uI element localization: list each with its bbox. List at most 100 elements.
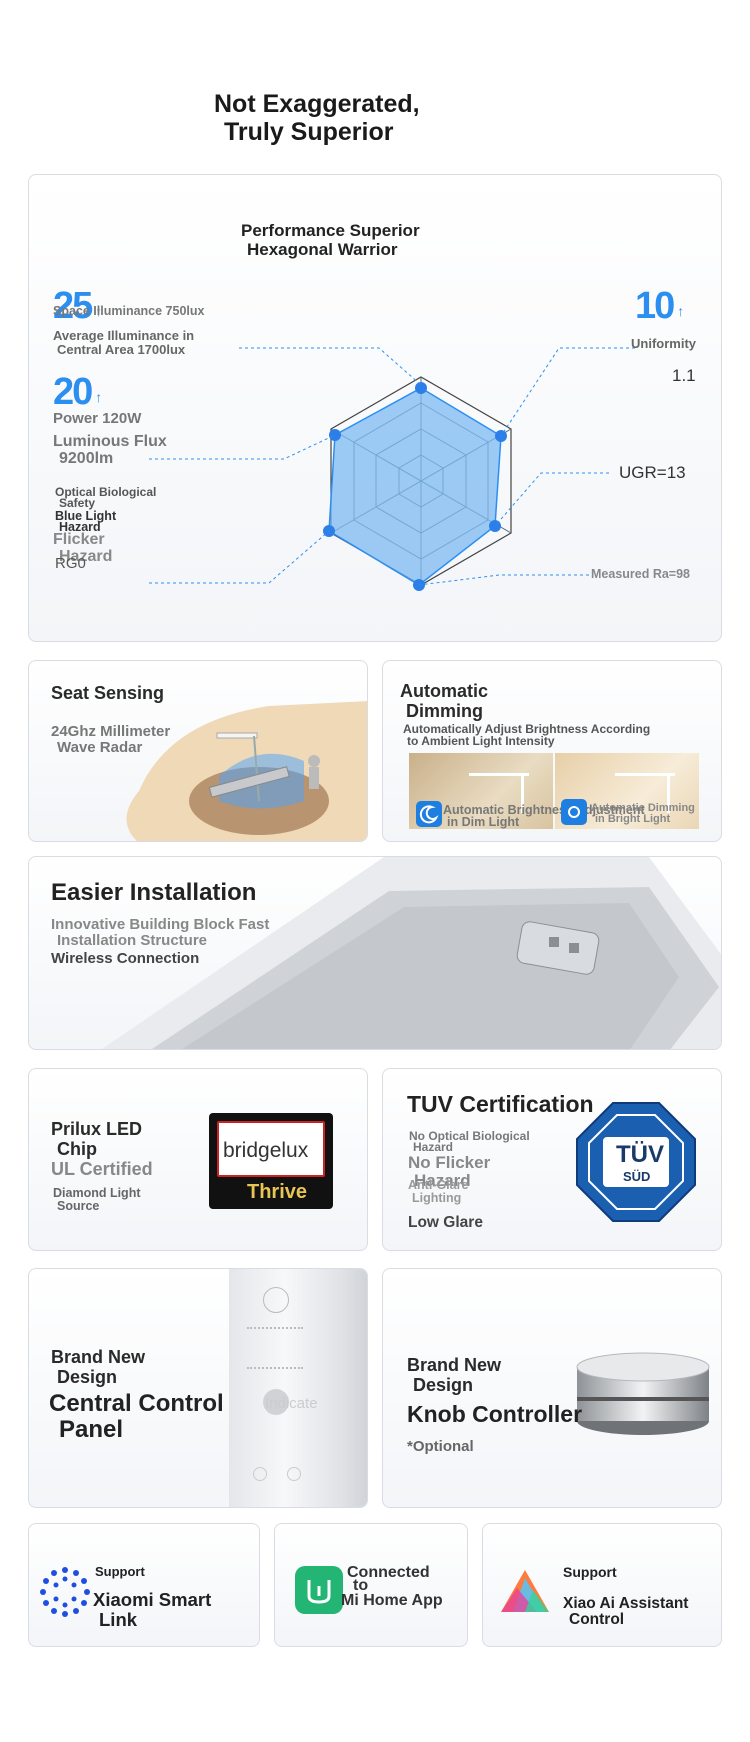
xiaomi-name: Xiaomi Smart Link [93,1590,211,1630]
xiaomi-support: Support [95,1564,145,1579]
bright-label-line-1: Automatic Dimming [591,802,695,814]
performance-title-line-2: Hexagonal Warrior [247,240,398,259]
seat-title: Seat Sensing [51,683,165,703]
optical-safety: Optical Biological Safety [55,485,157,510]
blue-light-hazard: Blue Light Hazard [55,509,117,534]
performance-card: Performance Superior Hexagonal Warrior 2… [28,174,722,642]
panel-title: Brand New Design [51,1347,145,1387]
control-panel-card: Indicate Brand New Design Central Contro… [28,1268,368,1508]
blue-light-line-2: Hazard [59,520,101,534]
dimming-title-line-1: Automatic [400,681,489,701]
led-card: Prilux LED Chip UL Certified Diamond Lig… [28,1068,368,1251]
tuv-title: TUV Certification [407,1091,594,1117]
panel-big-line-1: Central Control [49,1390,224,1417]
tuv-badge-text-1: TÜV [616,1141,664,1168]
title-line-1: Not Exaggerated, [214,90,420,118]
knob-big-title: Knob Controller [407,1401,583,1427]
xiaomi-name-line-2: Link [99,1609,138,1630]
touch-icon [263,1287,289,1313]
bridgelux-logo: bridgelux Thrive [209,1113,333,1209]
auto-dimming-card: Automatic Dimming Automatically Adjust B… [382,660,722,842]
uniformity-value: 1.1 [672,366,696,385]
seat-sensing-card: Seat Sensing 24Ghz Millimeter Wave Radar [28,660,368,842]
up-arrow-icon: ↑ [677,303,685,319]
flicker-hazard: Flicker Hazard [53,531,112,565]
xiaoai-name: Xiao Ai Assistant Control [563,1596,688,1628]
install-wireless: Wireless Connection [51,950,200,967]
bridgelux-product: Thrive [247,1181,308,1203]
tuv-line-4: Low Glare [408,1214,483,1231]
tuv-line-1: No Optical Biological Hazard [409,1129,530,1154]
bridgelux-brand: bridgelux [223,1139,309,1162]
knob-title: Brand New Design [407,1355,501,1395]
optical-line-2: Safety [59,496,96,510]
seat-sub-line-1: 24Ghz Millimeter [51,723,171,740]
avg-illuminance-line-2: Central Area 1700lux [57,342,186,357]
tuv-line-3: Anti-Glare Lighting [408,1179,468,1205]
tuv-badge-text-2: SÜD [623,1169,651,1184]
moon-icon [416,801,442,827]
tuv-line-2a: No Flicker [408,1153,491,1172]
dimming-sub-line-2: to Ambient Light Intensity [407,734,555,748]
xiaoai-name-line-1: Xiao Ai Assistant [563,1595,689,1612]
stat-right-value: 10 [635,285,675,327]
blue-light-line-1: Blue Light [55,509,117,523]
leader-ugr [494,472,609,527]
leader-uniformity [500,347,635,437]
leader-space [239,347,422,386]
bright-label: Automatic Dimming in Bright Light [591,803,695,825]
dim-label: Automatic Brightness Adjustment in Dim L… [443,804,645,829]
knob-title-line-2: Design [413,1375,474,1395]
leader-optical [149,530,330,584]
dimming-subtitle: Automatically Adjust Brightness Accordin… [403,723,650,747]
led-title-line-1: Prilux LED [51,1119,143,1139]
leader-ra [418,574,589,586]
panel-big-line-2: Panel [59,1416,124,1443]
tuv-line-2b: Hazard [414,1171,471,1190]
led-diamond-line-2: Source [57,1199,100,1213]
panel-title-line-2: Design [57,1367,118,1387]
install-sub-line-1: Innovative Building Block Fast [51,916,270,933]
title-line-2: Truly Superior [224,118,394,146]
led-diamond-line-1: Diamond Light [53,1186,141,1200]
mi-home-card: Connected to Mi Home App [274,1523,468,1647]
luminous-line-2: 9200lm [59,450,114,467]
panel-title-line-1: Brand New [51,1347,146,1367]
radar-point-upper-left [329,429,341,441]
seat-illustration [126,701,367,841]
tuv-line-1a: No Optical Biological [409,1129,530,1143]
mi-home-line-2: to [353,1577,369,1594]
stat-left-2-value: 20 [53,371,93,413]
tuv-line-3a: Anti-Glare [408,1178,469,1192]
luminous-flux: Luminous Flux 9200lm [53,433,167,467]
flicker-line-2: Hazard [59,548,113,565]
ra-value: Measured Ra=98 [591,567,691,581]
mi-home-text: Connected to Mi Home App [341,1565,443,1609]
install-subtitle: Innovative Building Block Fast Installat… [51,917,269,949]
led-title-line-2: Chip [57,1139,97,1159]
radar-chart [149,347,635,591]
led-title: Prilux LED Chip [51,1119,142,1159]
bright-label-line-2: in Bright Light [595,813,671,825]
xiaomi-name-line-1: Xiaomi Smart [93,1589,212,1610]
radar-area [328,387,502,586]
space-illuminance: Space Illuminance 750lux [53,304,205,318]
tuv-line-1b: Hazard [413,1140,454,1154]
power: Power 120W [53,410,142,427]
flicker-line-1: Flicker [53,531,105,548]
tuv-line-2: No Flicker Hazard [408,1154,490,1190]
leader-lines [149,347,635,586]
xiaomi-link-card: Support Xiaomi Smart Link [28,1523,260,1647]
knob-title-line-1: Brand New [407,1355,502,1375]
risk-group: RG0 [55,555,86,572]
performance-title: Performance Superior Hexagonal Warrior [241,221,420,259]
knob-illustration [576,1352,710,1435]
avg-illuminance: Average Illuminance in Central Area 1700… [53,329,194,357]
seat-subtitle: 24Ghz Millimeter Wave Radar [51,724,170,756]
installation-card: Easier Installation Innovative Building … [28,856,722,1050]
panel-illustration: Indicate [229,1269,367,1507]
luminous-line-1: Luminous Flux [53,433,167,450]
page-title: Not Exaggerated, Truly Superior [214,90,420,146]
optical-line-1: Optical Biological [55,485,157,499]
led-diamond: Diamond Light Source [53,1187,141,1213]
